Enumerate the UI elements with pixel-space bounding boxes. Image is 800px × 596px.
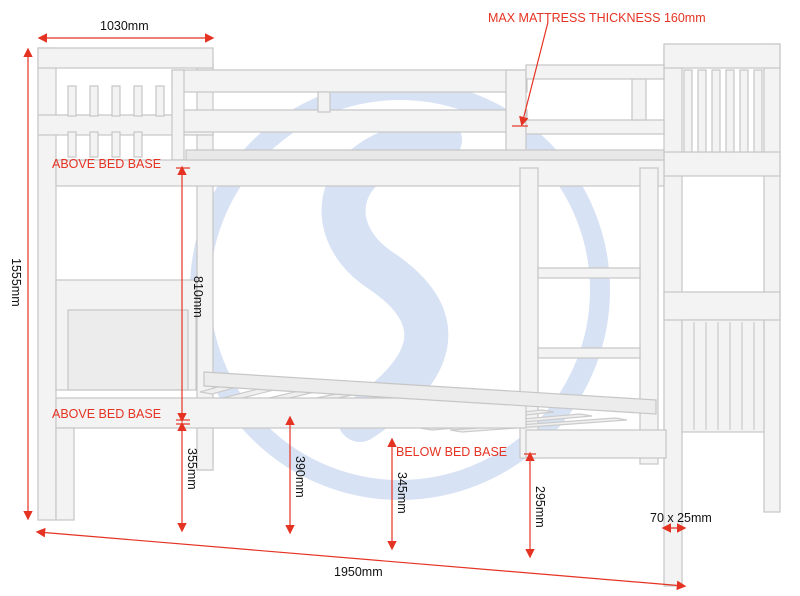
lower-side-rail — [525, 429, 667, 459]
between-bunks-label: 810mm — [191, 276, 205, 318]
right-lower-headboard — [663, 291, 781, 321]
bed-frame — [37, 43, 781, 587]
right-lower-slats — [693, 322, 755, 430]
below-bed-base-label: BELOW BED BASE — [396, 445, 508, 459]
mattress-pointer — [519, 21, 549, 127]
post-size-label: 70 x 25mm — [650, 511, 712, 525]
total-height-label: 1555mm — [9, 258, 23, 307]
right-headboard-slats — [683, 69, 763, 153]
length-label: 1950mm — [334, 565, 383, 579]
left-headboard-slats — [67, 85, 165, 158]
ladder — [519, 167, 659, 465]
width-top-label: 1030mm — [100, 19, 149, 33]
max-mattress-label: MAX MATTRESS THICKNESS 160mm — [488, 11, 706, 25]
lower-base-height-label: 355mm — [185, 448, 199, 490]
length-arrow — [35, 527, 687, 591]
upper-guard-rail — [171, 69, 528, 93]
under-clearance-1-label: 345mm — [395, 472, 409, 514]
left-headboard-top-rail — [37, 47, 214, 69]
upper-bed-base — [55, 159, 665, 187]
right-headboard-top-rail — [663, 43, 781, 69]
dimension-lines — [23, 21, 687, 591]
right-rear-post — [763, 43, 781, 513]
above-bed-base-top-label: ABOVE BED BASE — [52, 157, 162, 171]
lower-rail-height-label: 390mm — [293, 456, 307, 498]
above-bed-base-bottom-label: ABOVE BED BASE — [52, 407, 162, 421]
under-clearance-2-label: 295mm — [533, 486, 547, 528]
